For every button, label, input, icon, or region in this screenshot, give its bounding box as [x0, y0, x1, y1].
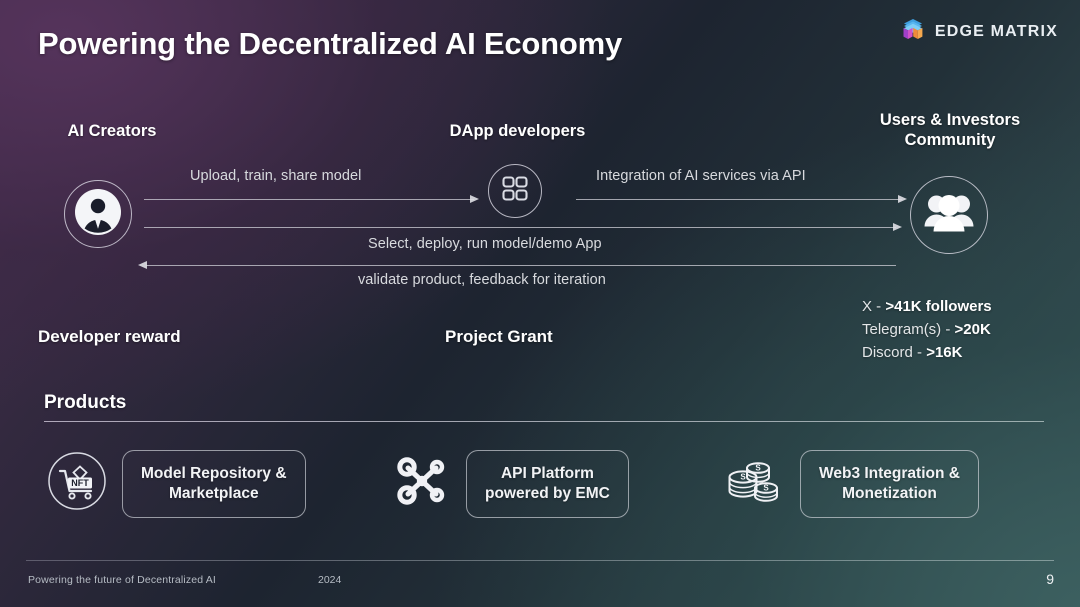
community-stats: X - >41K followers Telegram(s) - >20K Di…: [862, 296, 992, 364]
flow-text-validate-feedback: validate product, feedback for iteration: [358, 272, 606, 288]
product-web3-integration[interactable]: S S S Web3 Integration & Monetization: [722, 450, 979, 518]
nft-cart-icon: NFT: [46, 450, 108, 517]
stat-value-discord: >16K: [926, 343, 963, 361]
flow-line-select-deploy: [144, 227, 896, 228]
product-label-model-repository[interactable]: Model Repository & Marketplace: [122, 450, 306, 518]
product-model-repository[interactable]: NFT Model Repository & Marketplace: [46, 450, 306, 518]
page-title: Powering the Decentralized AI Economy: [38, 26, 623, 61]
brand-logo: EDGE MATRIX: [898, 14, 1058, 49]
node-label-users-line1: Users & Investors: [879, 111, 1021, 129]
footer-divider: [26, 560, 1054, 561]
product-api-platform[interactable]: API Platform powered by EMC: [392, 450, 629, 518]
logo-text: EDGE MATRIX: [934, 22, 1058, 40]
products-divider: [44, 421, 1044, 423]
stat-row-discord: Discord - >16K: [862, 342, 992, 365]
node-label-dapp-developers: DApp developers: [449, 122, 586, 140]
svg-text:S: S: [763, 484, 769, 493]
nft-cart-icon-text: NFT: [71, 478, 89, 488]
stat-label-discord: Discord -: [862, 343, 927, 361]
svg-text:S: S: [740, 473, 746, 482]
arrow-head-validate-feedback: [138, 261, 147, 269]
person-avatar-icon: [73, 187, 123, 242]
stat-row-x: X - >41K followers: [862, 296, 992, 319]
flow-line-upload: [144, 199, 474, 200]
stat-value-x: >41K followers: [885, 298, 992, 315]
flow-text-integration-api: Integration of AI services via API: [596, 168, 806, 184]
flow-text-select-deploy-run: Select, deploy, run model/demo App: [368, 236, 602, 252]
flow-line-integration: [576, 199, 902, 200]
product-label-api-platform[interactable]: API Platform powered by EMC: [466, 450, 629, 518]
footer-year: 2024: [318, 574, 342, 586]
label-developer-reward: Developer reward: [38, 327, 181, 346]
node-label-users-investors: Users & Investors Community: [855, 110, 1045, 150]
stat-value-telegram: >20K: [954, 320, 991, 338]
footer-tagline: Powering the future of Decentralized AI: [28, 574, 216, 586]
flow-line-validate-feedback: [146, 265, 896, 266]
node-icon-dapp-developers: [488, 164, 542, 218]
arrow-head-integration: [898, 195, 907, 203]
flow-text-upload-train-share: Upload, train, share model: [190, 168, 362, 184]
arrow-head-upload: [470, 195, 479, 203]
coin-stacks-icon: S S S: [722, 451, 786, 516]
edge-matrix-logo-icon: [898, 14, 928, 49]
grid-squares-icon: [499, 173, 531, 210]
node-icon-ai-creators: [64, 180, 132, 248]
arrow-head-select-deploy: [893, 223, 902, 231]
products-section-title: Products: [44, 392, 127, 413]
stat-label-x: X -: [862, 298, 886, 315]
page-number: 9: [1046, 571, 1054, 587]
stat-label-telegram: Telegram(s) -: [862, 320, 955, 338]
node-label-users-line2: Community: [904, 131, 996, 150]
people-group-icon: [923, 190, 975, 241]
label-project-grant: Project Grant: [445, 327, 553, 346]
svg-text:S: S: [755, 464, 761, 473]
product-label-web3-integration[interactable]: Web3 Integration & Monetization: [800, 450, 979, 518]
network-nodes-icon: [392, 451, 452, 516]
stat-row-telegram: Telegram(s) - >20K: [862, 319, 992, 342]
node-icon-users-investors: [910, 176, 988, 254]
node-label-ai-creators: AI Creators: [67, 122, 157, 140]
